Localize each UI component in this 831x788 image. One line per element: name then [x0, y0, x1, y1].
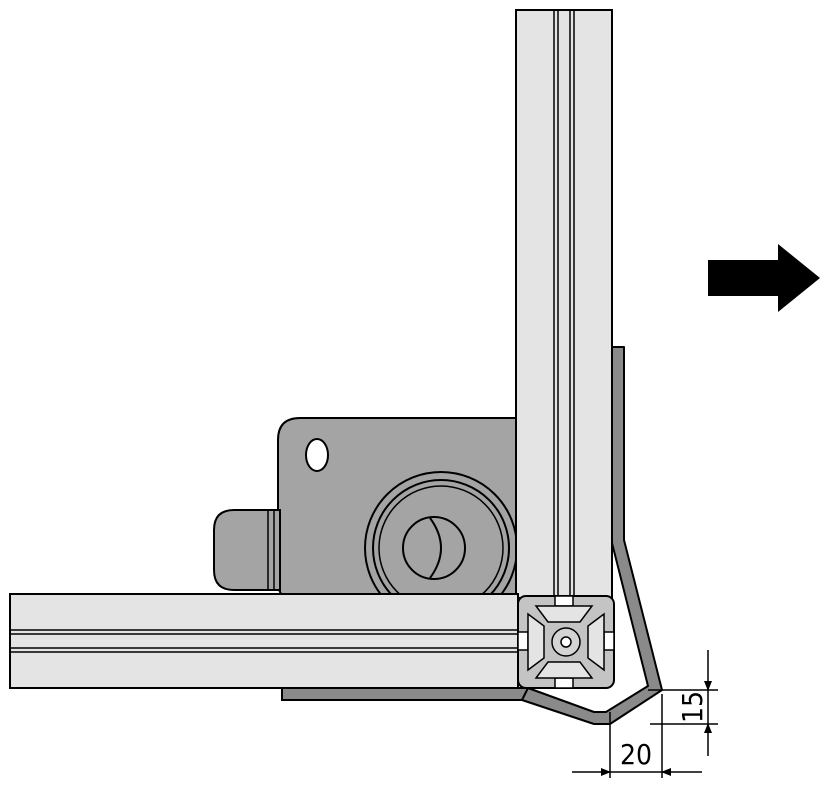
dimension-vertical-label: 15 [676, 691, 709, 723]
dimension-horizontal-label: 20 [620, 738, 652, 771]
lock-bolt [213, 509, 281, 591]
dimension-horizontal: 20 [572, 694, 702, 778]
arrow-right-icon [708, 244, 820, 312]
horizontal-profile [9, 593, 519, 689]
dimension-vertical: 15 [648, 650, 718, 756]
hinge-arm [521, 346, 663, 725]
hinge-bottom-plate [281, 687, 533, 701]
mounting-hole [305, 438, 329, 472]
profile-cross-section [517, 595, 615, 689]
lock-knob [402, 516, 466, 580]
vertical-profile [515, 9, 613, 599]
